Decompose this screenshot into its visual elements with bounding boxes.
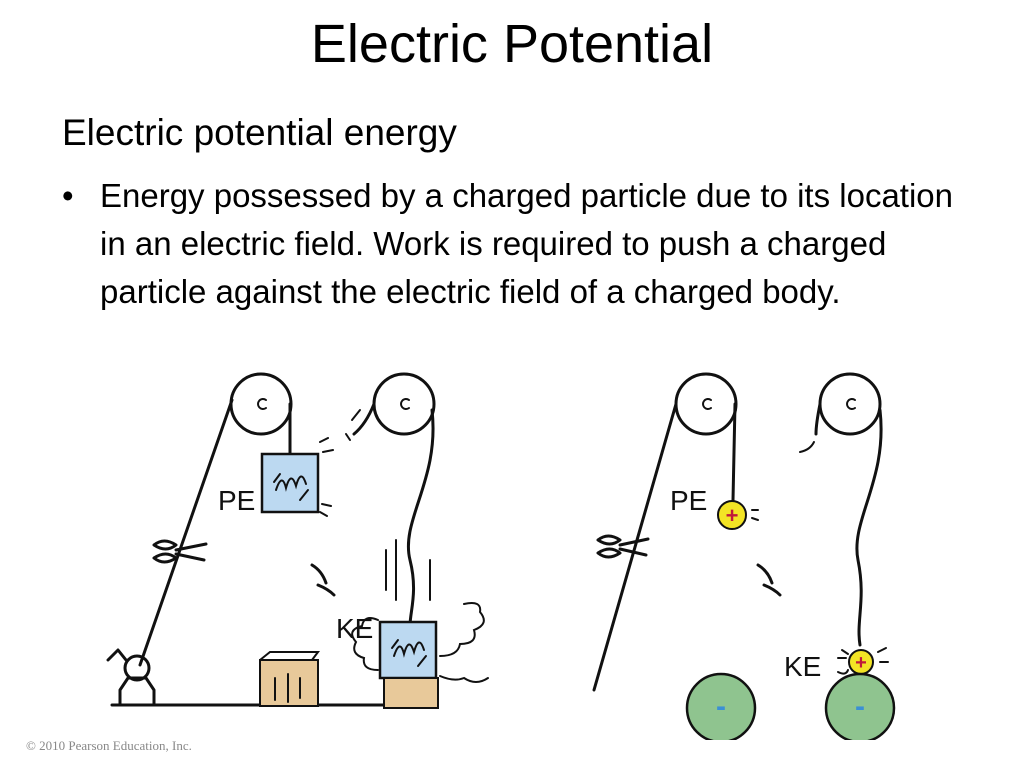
- negative-sign: -: [855, 690, 865, 723]
- falling-block-icon: [378, 620, 438, 680]
- ke-label-right: KE: [784, 651, 821, 682]
- negative-sign: -: [716, 690, 726, 723]
- positive-charge-icon: +: [848, 649, 874, 675]
- positive-sign: +: [855, 652, 867, 674]
- left-panel: PE KE: [106, 372, 489, 709]
- bullet-text: Energy possessed by a charged particle d…: [100, 177, 954, 310]
- pulley-icon: [229, 372, 293, 436]
- scissors-icon: [152, 539, 208, 564]
- copyright-notice: © 2010 Pearson Education, Inc.: [26, 738, 192, 753]
- pulley-icon: [674, 372, 738, 436]
- pulley-icon: [818, 372, 882, 436]
- pe-ke-illustration: PE KE: [106, 372, 896, 740]
- negative-sphere-icon: -: [824, 672, 896, 740]
- slide-subtitle: Electric potential energy: [62, 112, 457, 153]
- bullet-icon: •: [62, 177, 74, 214]
- raised-block-icon: [260, 452, 320, 514]
- pe-label-left: PE: [218, 485, 255, 516]
- bullet-item: • Energy possessed by a charged particle…: [62, 172, 962, 316]
- pulley-icon: [372, 372, 436, 436]
- bullet-list: • Energy possessed by a charged particle…: [62, 172, 962, 316]
- positive-sign: +: [726, 503, 739, 528]
- box-icon: [259, 651, 320, 707]
- slide-title: Electric Potential: [310, 14, 714, 74]
- right-panel: PE + KE + - -: [592, 372, 896, 740]
- negative-sphere-icon: -: [685, 672, 757, 740]
- scissors-icon: [596, 534, 650, 559]
- positive-charge-icon: +: [717, 500, 747, 530]
- pe-label-right: PE: [670, 485, 707, 516]
